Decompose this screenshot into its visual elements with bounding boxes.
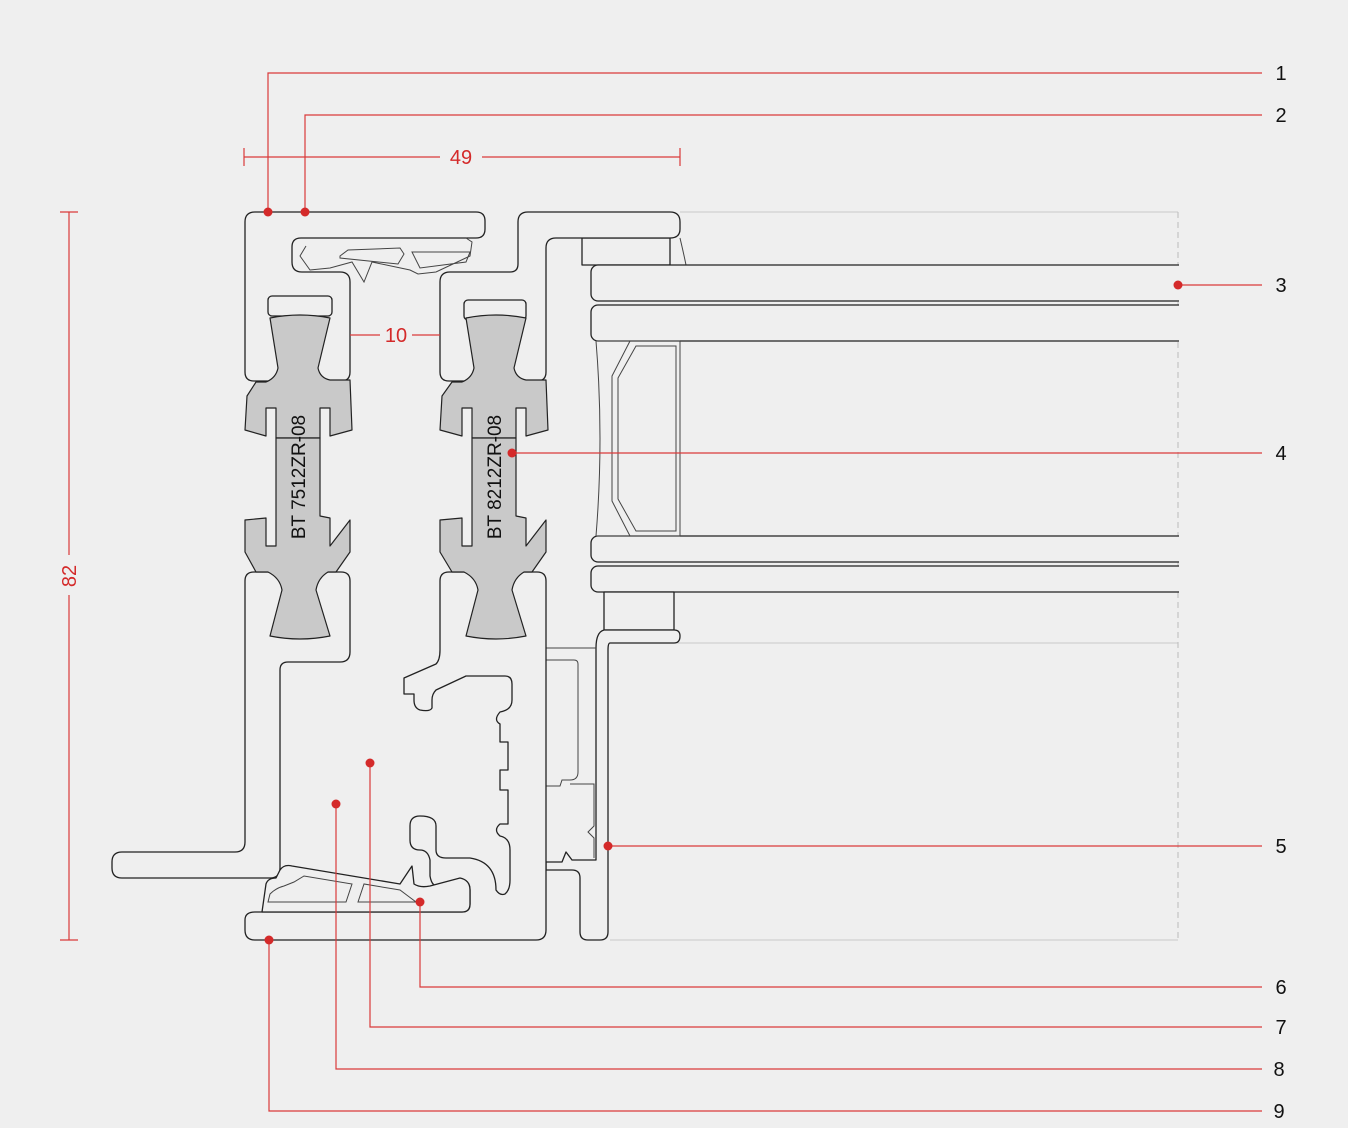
svg-text:6: 6 — [1275, 977, 1286, 999]
svg-text:10: 10 — [385, 325, 407, 347]
callout-7: 7 — [365, 758, 1287, 1039]
gasket-right-label: BT 8212ZR-08 — [485, 415, 506, 539]
gasket-right: BT 8212ZR-08 — [439, 299, 549, 640]
svg-text:4: 4 — [1275, 443, 1286, 465]
callout-9: 9 — [264, 935, 1285, 1123]
gasket-left-label: BT 7512ZR-08 — [289, 415, 310, 539]
callout-8: 8 — [331, 799, 1285, 1081]
svg-text:3: 3 — [1275, 275, 1286, 297]
svg-text:49: 49 — [450, 147, 472, 169]
dimension-gap: 10 — [350, 325, 440, 347]
gasket-left: BT 7512ZR-08 — [244, 295, 353, 640]
callout-5: 5 — [603, 836, 1287, 858]
svg-text:9: 9 — [1273, 1101, 1284, 1123]
svg-text:8: 8 — [1273, 1059, 1284, 1081]
svg-text:5: 5 — [1275, 836, 1286, 858]
callout-6: 6 — [415, 897, 1287, 999]
callout-2: 2 — [300, 105, 1287, 217]
svg-text:2: 2 — [1275, 105, 1286, 127]
svg-text:7: 7 — [1275, 1017, 1286, 1039]
svg-text:82: 82 — [59, 565, 81, 587]
svg-text:1: 1 — [1275, 63, 1286, 85]
callout-4: 4 — [507, 443, 1287, 465]
callout-3: 3 — [1173, 275, 1287, 297]
callout-1: 1 — [263, 63, 1287, 217]
glazing-unit — [545, 237, 1199, 941]
dimension-height: 82 — [59, 211, 81, 941]
dimension-width: 49 — [243, 147, 681, 169]
